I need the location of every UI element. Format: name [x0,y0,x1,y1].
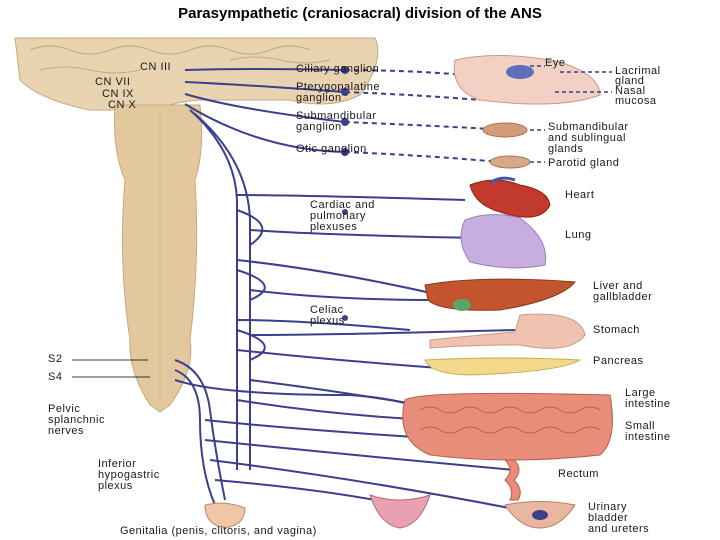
label-pelvic-splanchnic-1: Pelvic [48,403,80,415]
label-heart: Heart [565,189,594,201]
genitalia-illustration [204,502,246,529]
label-parotid: Parotid gland [548,157,619,169]
label-pterygopalatine-2: ganglion [296,92,342,104]
label-cn-ix: CN IX [102,88,134,100]
label-leader-lines [530,65,612,163]
label-large-intestine-1: Large [625,387,656,399]
label-bladder-1: Urinary [588,501,627,513]
page-title: Parasympathetic (craniosacral) division … [178,5,542,22]
label-submandibular-glands-1: Submandibular [548,121,629,133]
label-submandibular-glands-3: glands [548,143,583,155]
label-lung: Lung [565,229,591,241]
label-ciliary-ganglion: Ciliary ganglion [296,63,379,75]
ganglion-markers [341,66,349,321]
label-submandibular-glands-2: and sublingual [548,132,626,144]
label-s2: S2 [48,353,62,365]
label-large-intestine-2: intestine [625,398,670,410]
label-eye: Eye [545,57,565,69]
label-s4: S4 [48,371,62,383]
label-celiac-1: Celiac [310,304,344,316]
uterus-illustration [369,494,431,529]
label-cardiac-2: pulmonary [310,210,366,222]
label-pancreas: Pancreas [593,355,643,367]
parotid-gland-illustration [489,155,531,169]
label-nasal-1: Nasal [615,85,646,97]
label-stomach: Stomach [593,324,640,336]
label-pterygopalatine-1: Pterygopalatine [296,81,380,93]
sacral-leader-lines [72,359,150,378]
label-pelvic-splanchnic-2: splanchnic [48,414,105,426]
brain-stem-and-spinal-cord [14,37,379,413]
liver-illustration [424,278,577,311]
label-cardiac-3: plexuses [310,221,357,233]
heart-illustration [469,176,551,218]
label-lacrimal-1: Lacrimal [615,65,661,77]
label-inferior-hypogastric-3: plexus [98,480,133,492]
parasympathetic-nerve-fibers [174,68,546,516]
label-lacrimal-2: gland [615,75,644,87]
pancreas-illustration [424,357,582,376]
label-pelvic-splanchnic-3: nerves [48,425,84,437]
label-bladder-2: bladder [588,512,628,524]
rectum-illustration [503,459,521,501]
stomach-illustration [429,313,586,349]
eye-illustration [453,54,601,105]
label-cn-vii: CN VII [95,76,130,88]
label-otic-ganglion: Otic ganglion [296,143,367,155]
label-rectum: Rectum [558,468,599,480]
label-liver-1: Liver and [593,280,643,292]
label-cn-iii: CN III [140,61,171,73]
label-inferior-hypogastric-2: hypogastric [98,469,160,481]
label-inferior-hypogastric-1: Inferior [98,458,136,470]
label-nasal-2: mucosa [615,95,657,107]
label-small-intestine-1: Small [625,420,655,432]
label-submandibular-ganglion-1: Submandibular [296,110,377,122]
label-genitalia: Genitalia (penis, clitoris, and vagina) [120,525,317,537]
submandibular-gland-illustration [482,122,528,138]
label-celiac-2: plexus [310,315,345,327]
label-liver-2: gallbladder [593,291,652,303]
label-submandibular-ganglion-2: ganglion [296,121,342,133]
label-cardiac-1: Cardiac and [310,199,375,211]
label-small-intestine-2: intestine [625,431,670,443]
lung-illustration [460,214,547,269]
label-bladder-3: and ureters [588,523,649,535]
bladder-illustration [504,501,576,529]
intestine-illustration [402,392,613,461]
label-cn-x: CN X [108,99,136,111]
